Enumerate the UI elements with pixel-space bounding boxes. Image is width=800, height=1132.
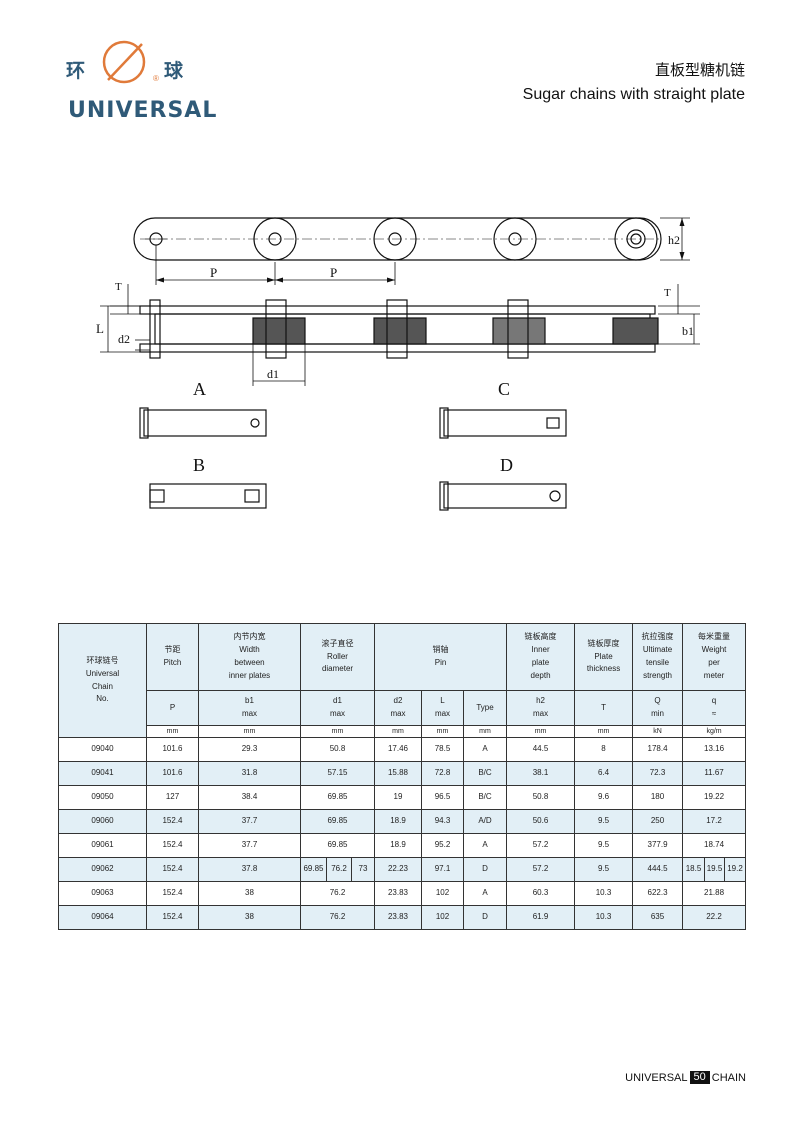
pin-label-d: D (500, 455, 513, 475)
page-number: 50 (689, 1071, 710, 1084)
footer-brand: UNIVERSAL (625, 1071, 688, 1084)
unit-width: mm (198, 724, 301, 739)
logo-globe-icon (102, 40, 146, 84)
dim-pitch-2: P (330, 265, 337, 280)
page-footer: UNIVERSAL 50 CHAIN (625, 1071, 746, 1084)
chain-technical-drawing: P P h2 T L d2 T b1 d1 A C B D (96, 217, 700, 511)
pin-label-a: A (193, 379, 206, 399)
dim-t-left: T (115, 281, 122, 293)
unit-pitch: mm (146, 724, 199, 739)
page-title-cn: 直板型糖机链 (654, 61, 745, 79)
header-strength: 抗拉强度 Ultimate tensile strength (632, 623, 684, 691)
footer-chain: CHAIN (711, 1071, 746, 1084)
pin-label-b: B (193, 455, 205, 475)
logo-cn-right: 球 (164, 60, 185, 82)
dim-d2: d2 (118, 332, 130, 346)
symbol-pitch: P (146, 690, 199, 726)
header-thickness: 链板厚度 Plate thickness (574, 623, 634, 691)
elevation-view (133, 217, 690, 285)
unit-depth: mm (506, 724, 576, 739)
dim-pitch-1: P (210, 265, 217, 280)
dim-h2: h2 (668, 233, 680, 247)
header-chain-no: 环球链号 Universal Chain No. (58, 622, 147, 739)
unit-pin-l: mm (421, 724, 464, 739)
header-roller: 滚子直径 Roller diameter (300, 623, 375, 691)
pin-details (139, 407, 567, 511)
header-pin: 销轴 Pin (373, 623, 508, 691)
brand-logo: 环 球 ® UNIVERSAL (64, 36, 216, 126)
unit-thickness: mm (574, 724, 634, 739)
spec-table-wrapper: 环球链号 Universal Chain No. 节距 Pitch 内节内宽 W… (58, 622, 747, 931)
spec-table: 环球链号 Universal Chain No. 节距 Pitch 内节内宽 W… (58, 622, 747, 931)
unit-strength: kN (632, 724, 684, 739)
header-pitch: 节距 Pitch (146, 623, 199, 691)
unit-pin-d: mm (374, 724, 422, 739)
header-weight: 每米重量 Weight per meter (682, 623, 747, 691)
dim-t-right: T (664, 287, 671, 299)
pin-label-c: C (498, 379, 510, 399)
header-depth: 链板高度 Inner plate depth (506, 623, 576, 691)
symbol-weight: q≈ (682, 690, 747, 726)
header-width: 内节内宽 Width between inner plates (198, 623, 301, 691)
registered-mark: ® (153, 74, 159, 83)
unit-roller: mm (300, 724, 375, 739)
page-title-en: Sugar chains with straight plate (522, 86, 745, 103)
unit-pin-type: mm (462, 724, 508, 739)
unit-weight: kg/m (682, 724, 747, 739)
logo-cn-left: 环 (66, 60, 87, 82)
symbol-thickness: T (574, 690, 634, 726)
dim-l: L (96, 321, 104, 336)
plan-view (100, 284, 700, 386)
dim-d1: d1 (267, 367, 279, 381)
symbol-pin-type: Type (462, 690, 508, 726)
dim-b1: b1 (682, 324, 694, 338)
logo-wordmark: UNIVERSAL (68, 98, 218, 123)
